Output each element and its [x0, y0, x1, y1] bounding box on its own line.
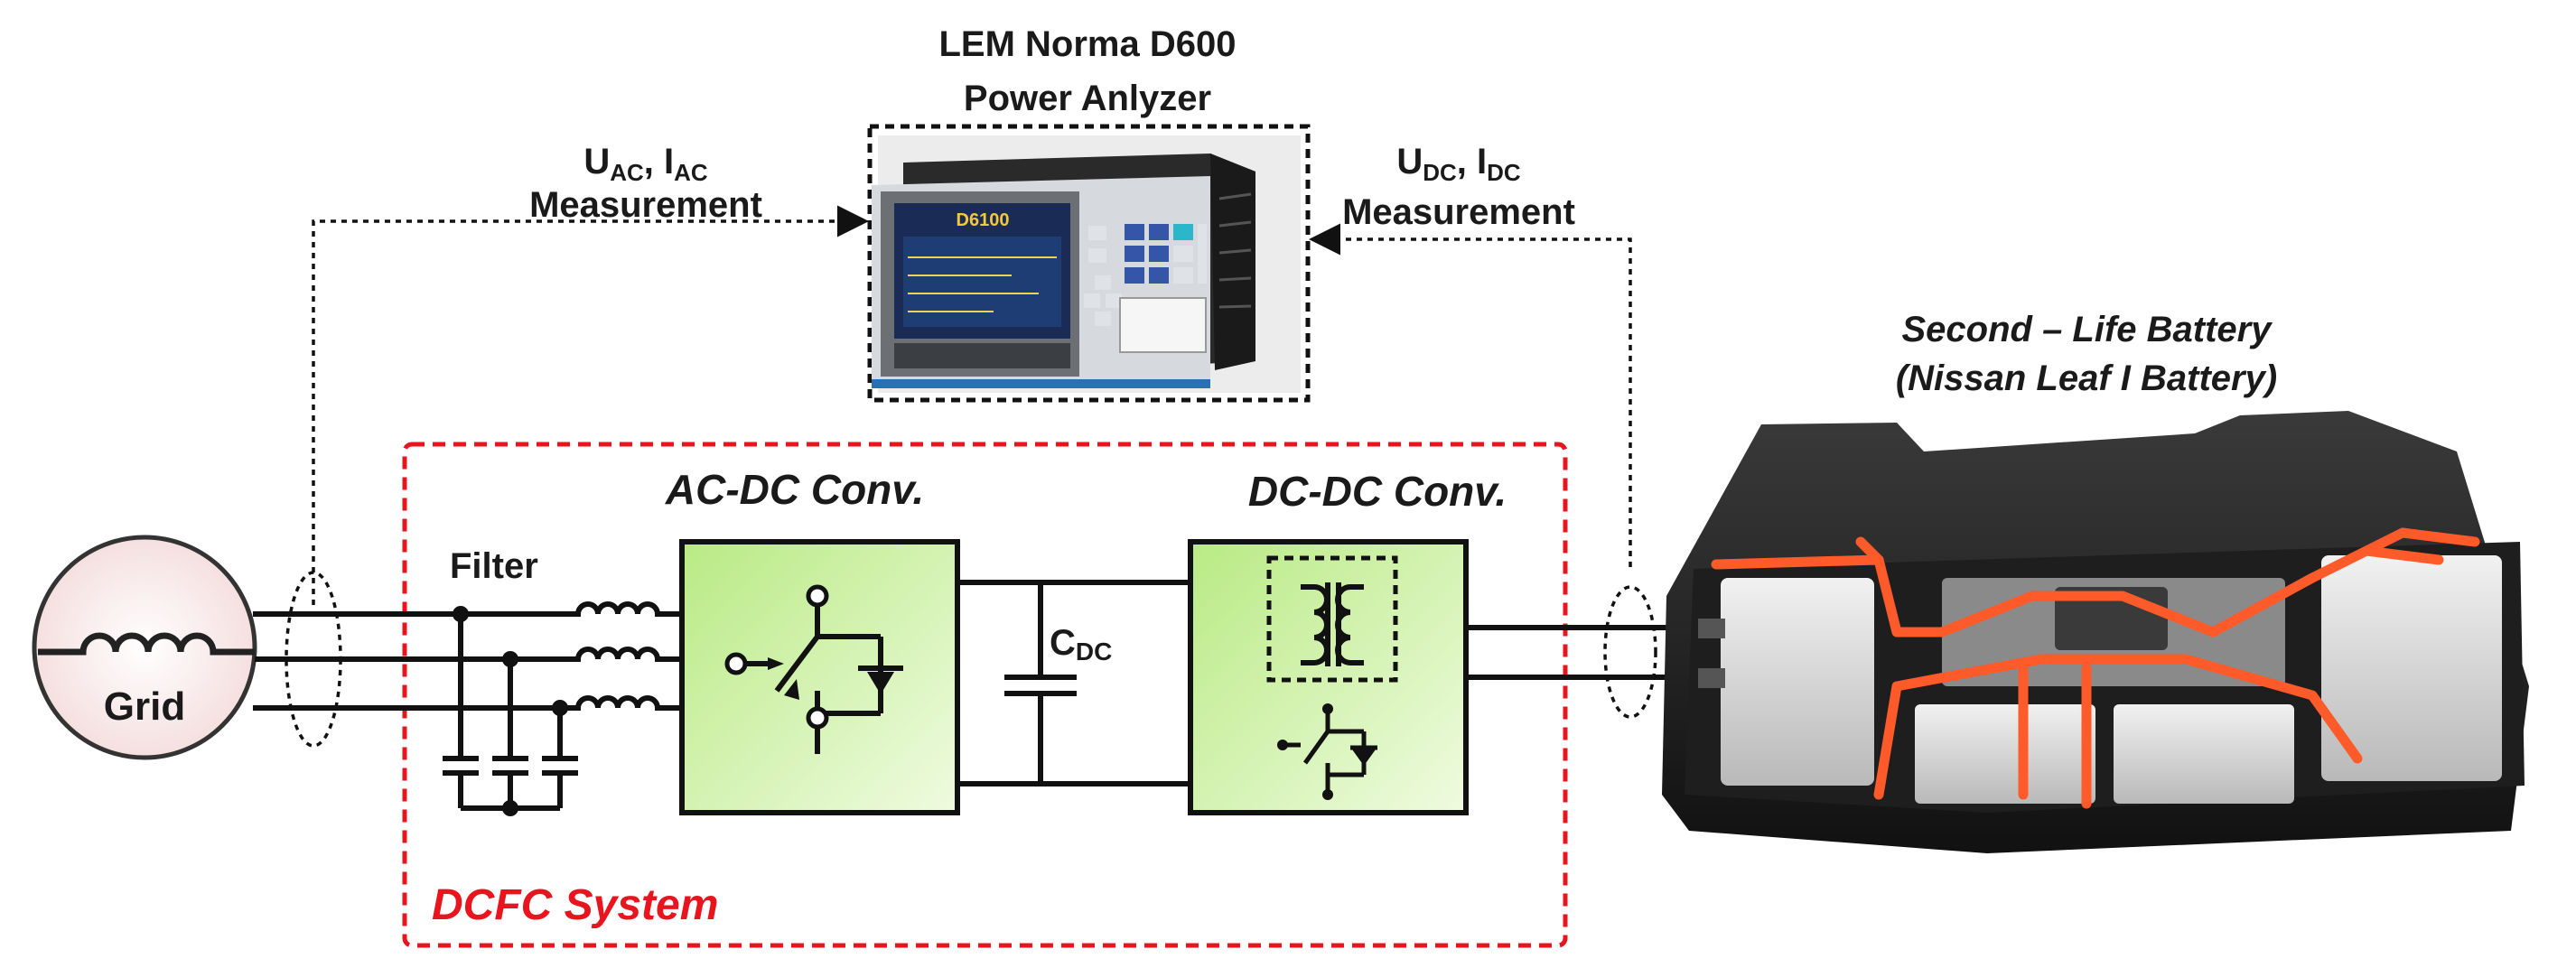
ac-i-symbol: I: [664, 142, 674, 182]
svg-text:UDC, IDC: UDC, IDC: [1396, 142, 1521, 186]
dc-link: [957, 580, 1190, 786]
analyzer-dashed-frame: [867, 124, 1311, 403]
ac-measurement-text: Measurement: [529, 185, 762, 225]
ac-current-probe: [285, 571, 342, 748]
lc-filter: Filter: [443, 546, 682, 816]
transformer-frame: [1266, 555, 1398, 683]
dc-separator: ,: [1457, 142, 1477, 182]
dcfc-system-frame: [402, 442, 1568, 948]
dcfc-system-label: DCFC System: [432, 881, 718, 929]
acdc-label: AC-DC Conv.: [665, 466, 924, 513]
ac-u-subscript: AC: [610, 159, 644, 186]
battery-pack-image: [1662, 411, 2529, 853]
dc-u-subscript: DC: [1423, 159, 1457, 186]
dc-link-capacitor-label: CDC: [1050, 623, 1112, 666]
dc-i-symbol: I: [1477, 142, 1487, 182]
acdc-converter: AC-DC Conv.: [665, 466, 960, 815]
dc-measurement-text: Measurement: [1342, 192, 1575, 232]
ac-i-subscript: AC: [674, 159, 708, 186]
transformer-icon: [1301, 582, 1364, 666]
analyzer-title-line1: LEM Norma D600: [939, 24, 1237, 64]
grid-coil-icon: [38, 632, 255, 656]
filter-label: Filter: [450, 546, 538, 586]
ac-separator: ,: [644, 142, 664, 182]
cap-symbol: C: [1050, 623, 1076, 663]
cap-subscript: DC: [1076, 638, 1112, 666]
analyzer-image: D6100: [872, 135, 1301, 393]
power-analyzer: LEM Norma D600 Power Anlyzer D6100: [867, 24, 1311, 403]
grid-label: Grid: [104, 684, 185, 729]
dc-current-probe: [1603, 585, 1657, 719]
analyzer-screen-model: D6100: [957, 210, 1010, 230]
dcdc-label: DC-DC Conv.: [1248, 468, 1507, 515]
svg-text:UAC, IAC: UAC, IAC: [583, 142, 708, 186]
analyzer-title-line2: Power Anlyzer: [964, 79, 1211, 118]
ac-measurement-label: UAC, IAC Measurement: [529, 142, 762, 225]
dc-i-subscript: DC: [1487, 159, 1521, 186]
ac-u-symbol: U: [583, 142, 610, 182]
ac-measurement-arrow: [312, 205, 869, 605]
battery-title-line1: Second – Life Battery: [1901, 310, 2273, 349]
dcdc-converter: DC-DC Conv.: [1188, 468, 1507, 815]
dcdc-switch-icon: [1283, 709, 1377, 795]
grid-source: Grid: [32, 535, 257, 760]
battery-title-line2: (Nissan Leaf I Battery): [1896, 358, 2277, 398]
dc-measurement-arrow: [1309, 223, 1632, 567]
dc-measurement-label: UDC, IDC Measurement: [1342, 142, 1575, 232]
dc-u-symbol: U: [1396, 142, 1423, 182]
acdc-block: [679, 539, 960, 815]
